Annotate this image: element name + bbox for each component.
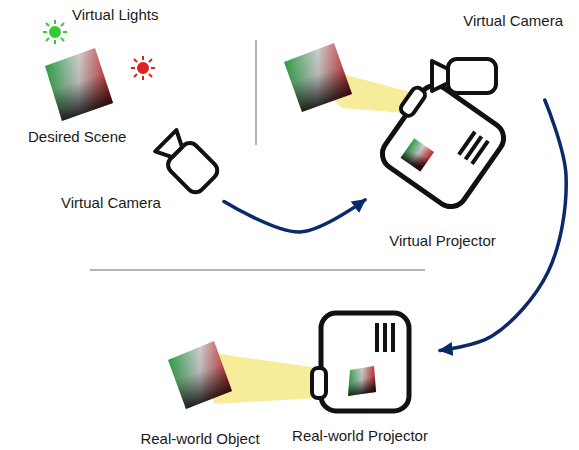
flow-arrow (440, 100, 566, 350)
caption-label: Desired Scene (28, 128, 126, 146)
red-light (131, 56, 155, 80)
camera-node: Virtual Camera (419, 10, 567, 100)
camera-icon (153, 128, 221, 196)
flow-arrow (224, 200, 365, 232)
projector-node: Real-world Projector (280, 305, 440, 447)
divider (90, 269, 425, 271)
camera-icon (432, 59, 496, 93)
projector-icon (312, 313, 409, 411)
node-label: Virtual Camera (61, 194, 224, 212)
divider (255, 40, 257, 145)
projected-object (284, 43, 352, 112)
real-object (168, 341, 232, 409)
caption-label: Virtual Lights (72, 6, 158, 24)
caption-label: Real-world Object (140, 430, 259, 448)
node-label: Virtual Camera (419, 12, 563, 30)
green-light (43, 20, 67, 44)
scene-object (45, 48, 113, 121)
node-label: Virtual Projector (365, 232, 520, 250)
node-label: Real-world Projector (280, 427, 440, 445)
projector-node: Virtual Projector (365, 72, 520, 252)
